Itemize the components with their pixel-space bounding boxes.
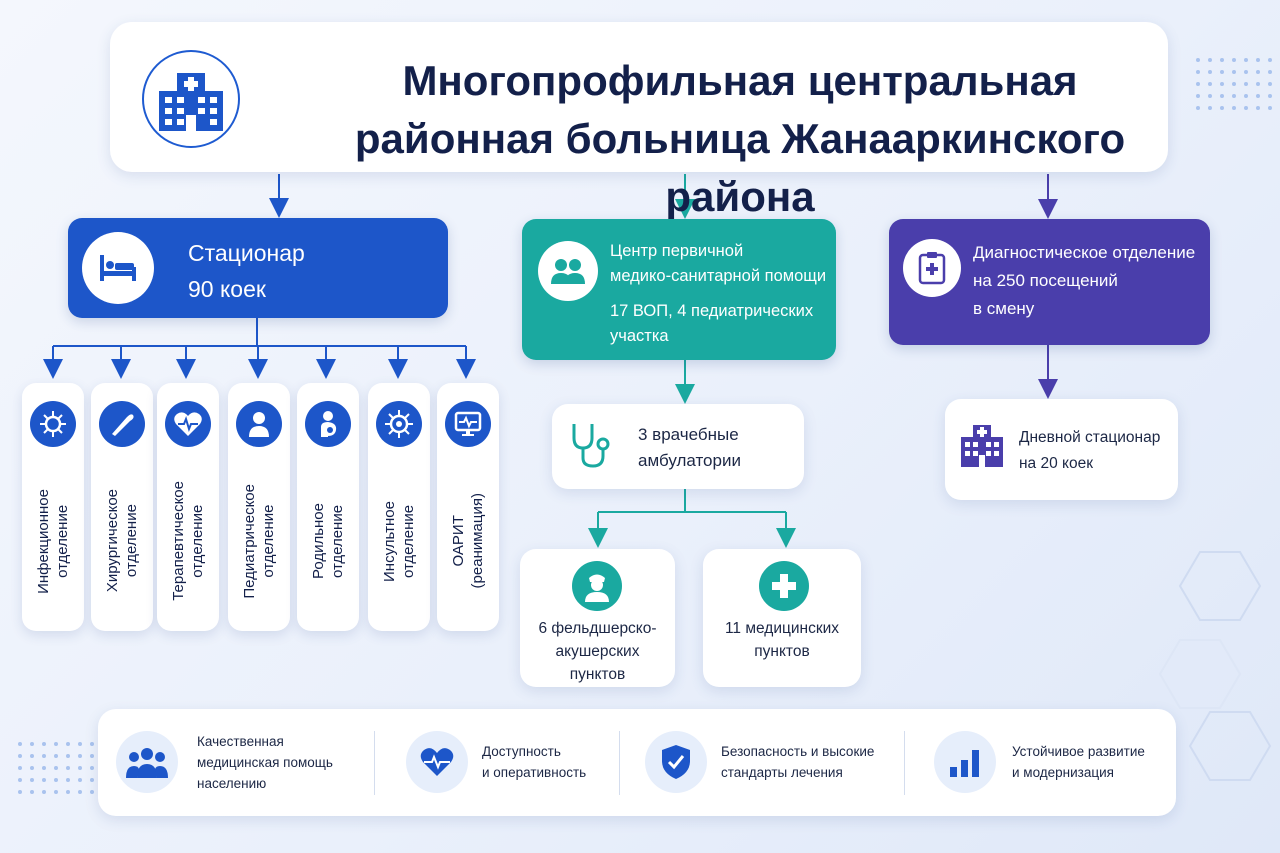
stationary-title: Стационар xyxy=(188,240,305,266)
diagnostic-box: Диагностическое отделение на 250 посещен… xyxy=(889,219,1210,345)
child-icon xyxy=(236,401,282,447)
divider xyxy=(374,731,375,795)
nurse-icon xyxy=(572,561,622,611)
divider xyxy=(619,731,620,795)
day-hospital-card: Дневной стационар на 20 коек xyxy=(945,399,1178,500)
dept-label: Терапевтическое отделение xyxy=(170,481,206,601)
dept-maternity: Родильное отделение xyxy=(297,383,359,631)
brain-icon xyxy=(376,401,422,447)
feature-text: Безопасность и высокие стандарты лечения xyxy=(721,744,875,780)
monitor-icon xyxy=(445,401,491,447)
ambulatories-card: 3 врачебные амбулатории xyxy=(552,404,804,489)
dept-icu: ОАРИТ (реанимация) xyxy=(437,383,499,631)
decor-hexagons xyxy=(1158,551,1272,781)
dept-label: Инсультное отделение xyxy=(381,500,417,582)
primary-care-title: Центр первичной медико-санитарной помощи xyxy=(610,242,827,285)
scalpel-icon xyxy=(99,401,145,447)
bar-chart-icon xyxy=(934,731,996,793)
primary-care-box: Центр первичной медико-санитарной помощи… xyxy=(522,219,836,360)
building-icon xyxy=(959,423,1005,472)
hospital-icon xyxy=(142,50,240,148)
diagnostic-text: Диагностическое отделение на 250 посещен… xyxy=(973,243,1196,318)
primary-care-details: 17 ВОП, 4 педиатрических участка xyxy=(610,302,814,345)
shield-check-icon xyxy=(645,731,707,793)
people-icon xyxy=(116,731,178,793)
bed-icon xyxy=(82,232,154,304)
dept-stroke: Инсультное отделение xyxy=(368,383,430,631)
dept-label: Педиатрическое отделение xyxy=(241,483,277,599)
decor-dots-bottom-left xyxy=(18,742,94,794)
feature-quality: Качественная медицинская помощь населени… xyxy=(98,709,374,816)
pregnant-icon xyxy=(305,401,351,447)
clipboard-icon xyxy=(903,239,961,297)
feature-development: Устойчивое развитие и модернизация xyxy=(918,709,1168,816)
feature-accessibility: Доступность и оперативность xyxy=(388,709,618,816)
page-title: Многопрофильная центральная районная бол… xyxy=(354,57,1126,220)
dept-label: Родильное отделение xyxy=(310,502,346,580)
virus-icon xyxy=(30,401,76,447)
medical-cross-icon xyxy=(759,561,809,611)
day-hospital-text: Дневной стационар на 20 коек xyxy=(1019,429,1161,472)
heart-pulse-icon xyxy=(165,401,211,447)
dept-infectious: Инфекционное отделение xyxy=(22,383,84,631)
title-card: Многопрофильная центральная районная бол… xyxy=(110,22,1168,220)
stationary-box: Стационар 90 коек xyxy=(68,218,448,318)
people-icon xyxy=(538,241,598,301)
ambulatories-text: 3 врачебные амбулатории xyxy=(638,425,741,470)
fap-text: 6 фельдшерско- акушерских пунктов xyxy=(538,620,657,683)
feature-text: Устойчивое развитие и модернизация xyxy=(1012,744,1145,780)
med-points-text: 11 медицинских пунктов xyxy=(724,620,840,660)
divider xyxy=(904,731,905,795)
dept-surgical: Хирургическое отделение xyxy=(91,383,153,631)
decor-dots-top-right xyxy=(1196,58,1272,110)
dept-therapy: Терапевтическое отделение xyxy=(157,383,219,631)
features-bar: Качественная медицинская помощь населени… xyxy=(98,709,1176,816)
med-points-card: 11 медицинских пунктов xyxy=(703,549,861,687)
stationary-beds: 90 коек xyxy=(188,276,266,302)
feature-text: Качественная медицинская помощь населени… xyxy=(197,734,333,791)
feature-safety: Безопасность и высокие стандарты лечения xyxy=(633,709,903,816)
fap-card: 6 фельдшерско- акушерских пунктов xyxy=(520,549,675,687)
feature-text: Доступность и оперативность xyxy=(482,744,587,780)
dept-label: Инфекционное отделение xyxy=(35,488,71,594)
dept-pediatric: Педиатрическое отделение xyxy=(228,383,290,631)
stethoscope-icon xyxy=(566,420,616,477)
dept-label: Хирургическое отделение xyxy=(104,489,140,593)
heart-pulse-icon xyxy=(406,731,468,793)
dept-label: ОАРИТ (реанимация) xyxy=(450,493,486,589)
